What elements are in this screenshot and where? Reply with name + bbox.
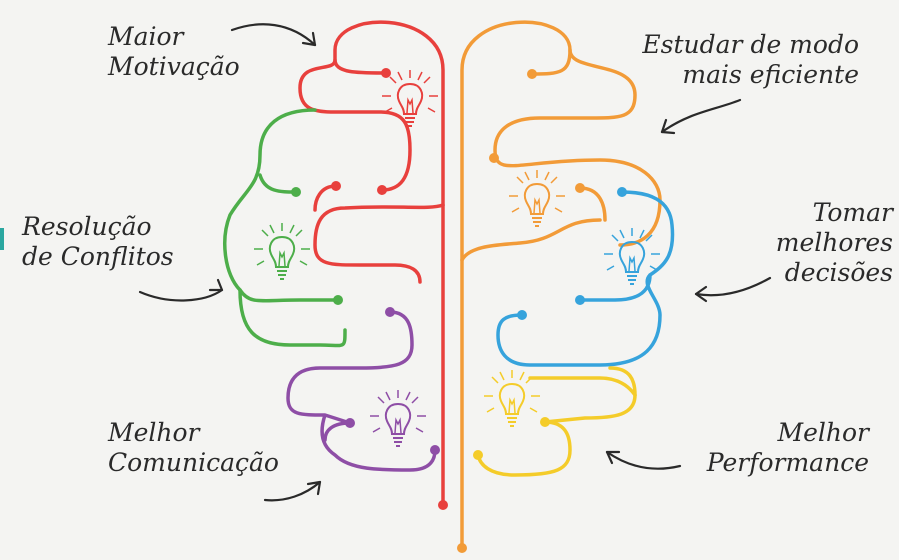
blue-path bbox=[496, 190, 675, 367]
arrow-bottom-left bbox=[263, 480, 322, 502]
lightbulb-icon-purple bbox=[369, 389, 427, 447]
lightbulb-icon-yellow bbox=[483, 369, 541, 427]
label-resolucao-conflitos: Resolução de Conflitos bbox=[22, 212, 174, 272]
green-lower bbox=[238, 288, 347, 348]
label-line: Motivação bbox=[108, 52, 240, 81]
label-tomar-decisoes: Tomar melhores decisões bbox=[776, 198, 893, 288]
arrow-bottom-right bbox=[605, 450, 682, 470]
arrow-top-left bbox=[230, 23, 317, 47]
lightbulb-icon-red bbox=[381, 69, 439, 127]
red-path bbox=[298, 20, 445, 507]
yellow-branch bbox=[528, 376, 637, 397]
label-maior-motivacao: Maior Motivação bbox=[108, 22, 240, 82]
green-branch bbox=[258, 173, 298, 194]
edge-accent bbox=[0, 228, 4, 250]
orange-path bbox=[460, 20, 662, 547]
label-line: Melhor bbox=[777, 418, 870, 447]
blue-branch bbox=[578, 273, 652, 302]
lightbulb-icon-orange bbox=[508, 169, 566, 227]
label-line: Tomar bbox=[812, 198, 893, 227]
label-melhor-comunicacao: Melhor Comunicação bbox=[108, 418, 279, 478]
label-line: decisões bbox=[784, 258, 893, 287]
red-inner-branch bbox=[313, 203, 445, 284]
red-branch bbox=[333, 58, 388, 75]
purple-path bbox=[286, 310, 437, 472]
label-line: melhores bbox=[775, 228, 893, 257]
orange-branch bbox=[530, 48, 572, 76]
label-line: Resolução bbox=[22, 212, 152, 241]
arrow-mid-right bbox=[694, 276, 772, 297]
lightbulb-icon-green bbox=[253, 222, 311, 280]
label-line: Comunicação bbox=[108, 448, 279, 477]
orange-hook bbox=[578, 186, 607, 222]
label-line: de Conflitos bbox=[22, 242, 174, 271]
label-line: Maior bbox=[108, 22, 184, 51]
label-line: Performance bbox=[706, 448, 869, 477]
green-path bbox=[223, 108, 340, 303]
yellow-path bbox=[476, 366, 637, 477]
label-estudar-eficiente: Estudar de modo mais eficiente bbox=[642, 30, 859, 90]
label-melhor-performance: Melhor Performance bbox=[707, 418, 869, 478]
arrow-top-right bbox=[660, 98, 742, 134]
orange-inner bbox=[460, 218, 602, 262]
arrow-mid-left bbox=[138, 288, 224, 302]
label-line: mais eficiente bbox=[682, 60, 859, 89]
label-line: Melhor bbox=[108, 418, 200, 447]
label-line: Estudar de modo bbox=[642, 30, 859, 59]
